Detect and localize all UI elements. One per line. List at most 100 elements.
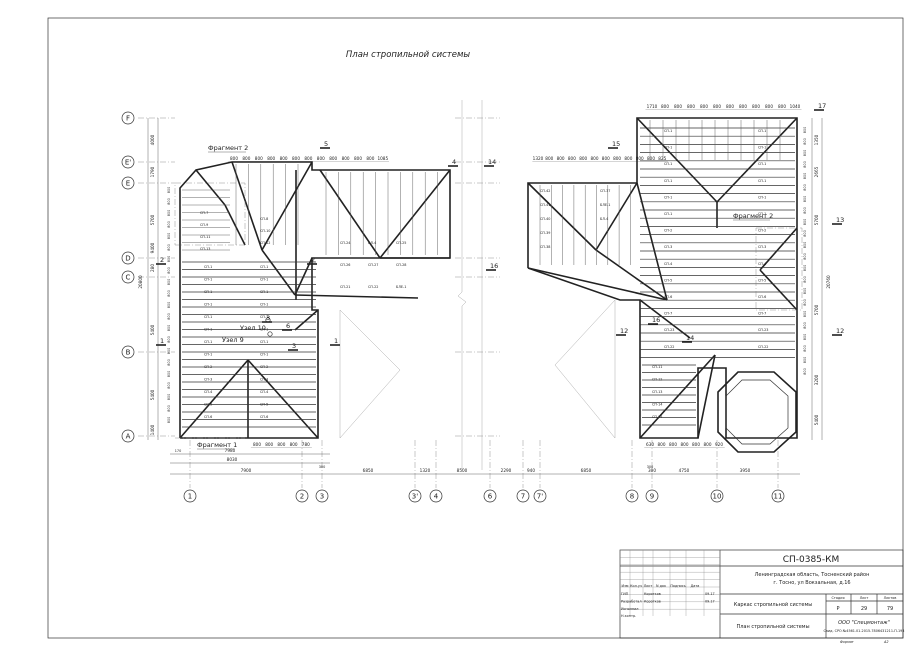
dim-text: 9400 xyxy=(150,242,155,253)
dim-spacing: 630 xyxy=(646,442,654,447)
axis-number: 1 xyxy=(188,493,192,501)
beam-label: СП-2 xyxy=(758,229,766,233)
beam-label: СП-42 xyxy=(540,189,550,193)
beam-label: СП-4 xyxy=(204,390,212,394)
hip-line xyxy=(639,354,716,439)
dim-spacing: 800 xyxy=(167,302,171,308)
beam-label: СП-2 xyxy=(260,365,268,369)
node-9-marker xyxy=(267,331,273,337)
company-name: ООО "Спецмонтаж" xyxy=(838,620,890,626)
axis-letter: D xyxy=(125,255,130,263)
dim-spacing: 800 xyxy=(803,184,807,190)
dim-spacing: 800 xyxy=(803,357,807,363)
stamp-header: Подпись xyxy=(670,584,685,588)
dim-spacing: 800 xyxy=(647,156,655,161)
axis-number: 4 xyxy=(434,493,439,501)
beam-label: СП-1 xyxy=(758,146,766,150)
dim-spacing: 800 xyxy=(602,156,610,161)
dim-text: 3950 xyxy=(740,468,751,473)
dim-spacing: 800 xyxy=(277,442,285,447)
beam-label: СП-8 xyxy=(260,217,268,221)
stamp-role: Н.контр. xyxy=(621,614,636,618)
axis-bubble xyxy=(645,489,659,503)
section-cut-mark: 17 xyxy=(818,102,826,110)
beam-label: СП-1 xyxy=(260,290,268,294)
dim-spacing: 800 xyxy=(167,336,171,342)
dim-text: 940 xyxy=(527,468,535,473)
beam-label: СП-5 xyxy=(758,278,766,282)
format-label: Формат xyxy=(840,640,855,644)
dim-text: 4750 xyxy=(679,468,690,473)
beam-label: СП-25 xyxy=(396,241,406,245)
beam-label: БЛЕ-1 xyxy=(600,203,610,207)
sheet-title: План стропильной системы xyxy=(346,50,470,60)
beam-label: СП-14 xyxy=(652,403,662,407)
beam-label: СП-15 xyxy=(652,415,662,419)
dim-spacing: 800 xyxy=(167,210,171,216)
dim-spacing: 800 xyxy=(167,267,171,273)
beam-label: СП-1 xyxy=(758,179,766,183)
stamp-name: Коротков xyxy=(644,592,661,596)
beam-label: СП-3 xyxy=(664,245,672,249)
dim-spacing: 920 xyxy=(715,442,723,447)
drawing-code: СП-0385-КМ xyxy=(783,555,840,565)
axis-bubble xyxy=(429,489,443,503)
dim-spacing: 800 xyxy=(803,368,807,374)
valley-line xyxy=(224,204,246,246)
axis-number: 7' xyxy=(537,493,543,501)
section-cut-mark: 3 xyxy=(266,314,270,322)
axis-number: 2 xyxy=(300,493,304,501)
valley-line xyxy=(294,294,419,299)
axis-letter: F xyxy=(126,115,130,123)
sheets-header: Листов xyxy=(884,596,897,600)
beam-label: СП-1 xyxy=(260,340,268,344)
section-cut-mark: 15 xyxy=(612,140,620,148)
axis-bubble xyxy=(121,176,135,190)
dim-text: 20760 xyxy=(826,275,831,289)
dim-spacing: 800 xyxy=(803,253,807,259)
axis-bubble xyxy=(121,429,135,443)
dim-spacing: 800 xyxy=(692,442,700,447)
hip-line xyxy=(261,161,313,251)
beam-label: СП-3 xyxy=(204,378,212,382)
break-line-left xyxy=(457,100,467,470)
beam-label: СП-23 xyxy=(664,328,674,332)
company-license: Свид. СРО №4561.01-2015-7806431211-П-193 xyxy=(824,629,905,633)
fragment-2-label-left: Фрагмент 2 xyxy=(208,144,248,152)
format-value: А2 xyxy=(883,640,888,644)
dim-spacing: 800 xyxy=(255,156,263,161)
section-cut-mark: 13 xyxy=(836,216,844,224)
hip-line xyxy=(195,169,226,206)
dim-spacing: 800 xyxy=(613,156,621,161)
axis-number: 10 xyxy=(713,493,722,501)
beam-label: СП-12 xyxy=(260,241,270,245)
axis-bubble xyxy=(121,111,135,125)
dim-text: 20800 xyxy=(138,275,143,289)
section-cut-mark: 4 xyxy=(452,158,456,166)
beam-label: СП-1 xyxy=(664,212,672,216)
dim-spacing: 800 xyxy=(167,382,171,388)
dim-text: 5700 xyxy=(150,214,155,225)
beam-label: СП-6 xyxy=(664,295,672,299)
dim-spacing: 800 xyxy=(317,156,325,161)
beam-label: СП-12 xyxy=(652,378,662,382)
lower-contour-right xyxy=(554,299,616,439)
stamp-header: Дата xyxy=(691,584,700,588)
axis-letter: E' xyxy=(125,159,131,167)
beam-label: СП-5 xyxy=(664,278,672,282)
axis-letter: B xyxy=(126,349,131,357)
beam-label: СП-37 xyxy=(600,189,610,193)
beam-label: СП-23 xyxy=(758,328,768,332)
dim-spacing: 800 xyxy=(636,156,644,161)
dim-spacing: 800 xyxy=(752,104,760,109)
hip-line xyxy=(527,182,597,251)
dim-text: 5400 xyxy=(150,389,155,400)
dim-spacing: 800 xyxy=(803,219,807,225)
hip-line xyxy=(379,169,451,259)
beam-label: СП-11 xyxy=(200,235,210,239)
beam-label: СП-10 xyxy=(260,229,270,233)
axis-bubble xyxy=(183,489,197,503)
dim-spacing: 800 xyxy=(669,442,677,447)
beam-label: СП-22 xyxy=(664,345,674,349)
